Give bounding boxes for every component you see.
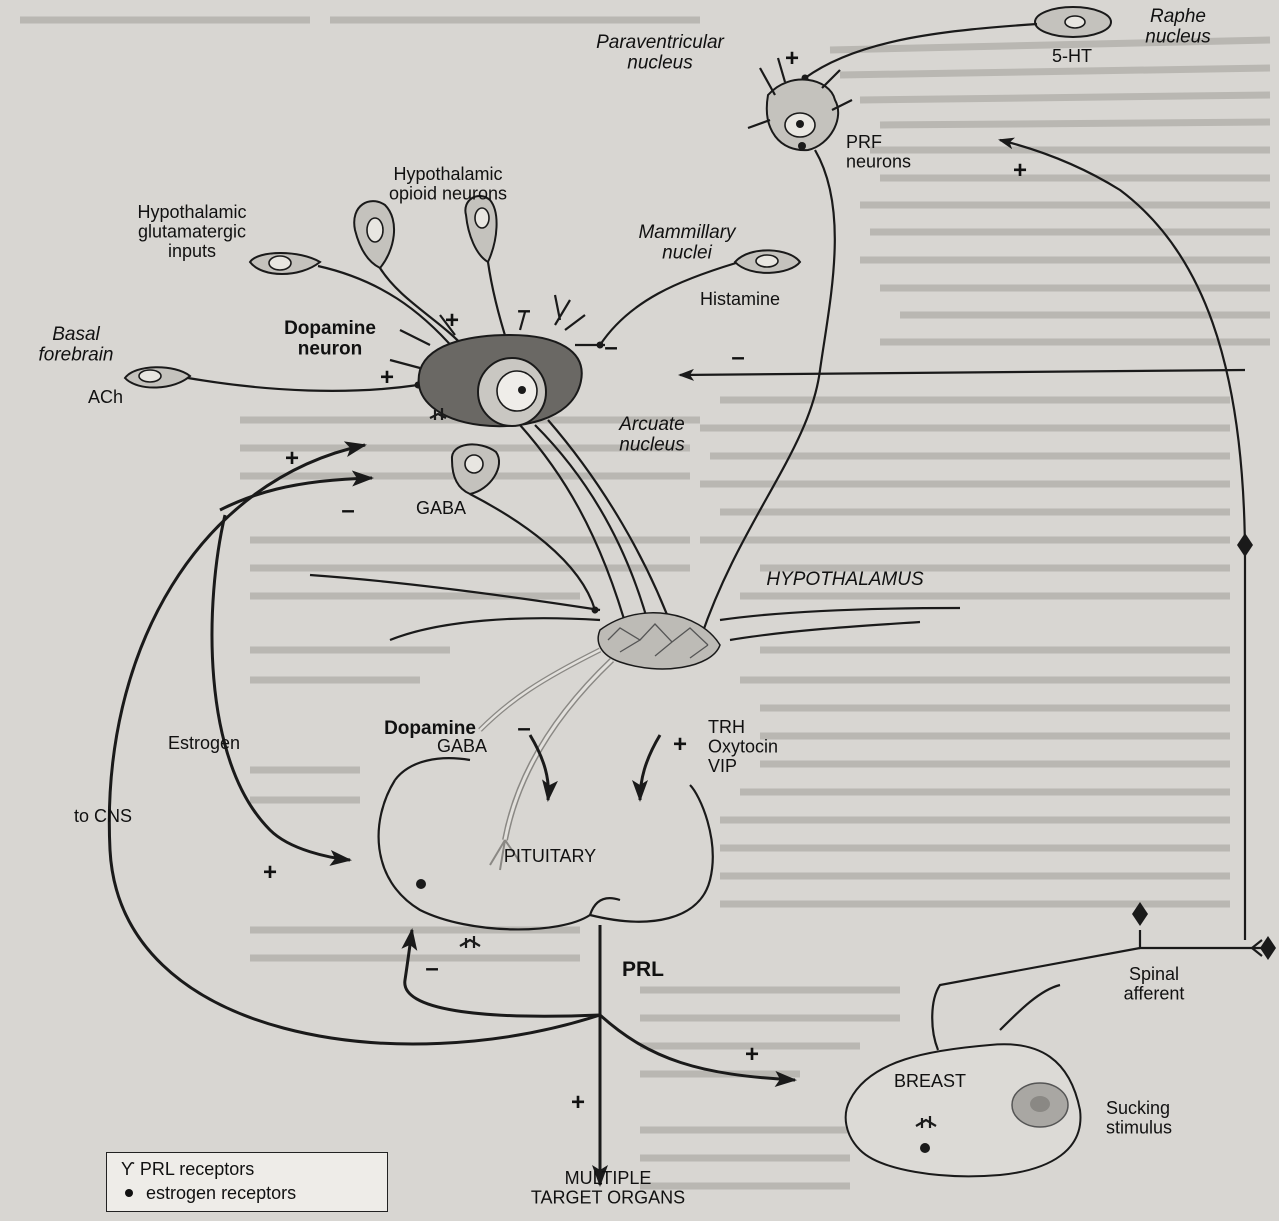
dot-icon: [125, 1189, 133, 1197]
prl-label: PRL: [622, 958, 664, 981]
legend-estrogen-receptors: estrogen receptors: [121, 1183, 296, 1204]
ach-neuron: [125, 367, 418, 391]
estrogen-pit-plus-sign: +: [263, 859, 277, 886]
prf-neuron: [700, 58, 852, 640]
estrogen-label: Estrogen: [168, 733, 240, 753]
ht5-label: 5-HT: [1052, 46, 1092, 66]
legend: Ƴ PRL receptors estrogen receptors: [106, 1152, 388, 1212]
ach-label: ACh: [88, 387, 123, 407]
prf-to-da-minus-sign: –: [731, 344, 744, 371]
to-cns-label: to CNS: [74, 806, 132, 826]
breast-plus-sign: +: [745, 1041, 759, 1068]
dopamine-minus-sign: –: [517, 715, 530, 742]
receptor-icon: Ƴ: [121, 1159, 135, 1179]
legend-prl-receptors: Ƴ PRL receptors: [121, 1159, 254, 1180]
target-plus-sign: +: [571, 1089, 585, 1116]
opioid-plus-sign: +: [445, 307, 459, 334]
legend-prl-receptors-text: PRL receptors: [140, 1159, 254, 1179]
histamine-label: Histamine: [700, 289, 780, 309]
histamine-minus-sign: –: [604, 334, 617, 361]
breast-label: BREAST: [894, 1071, 966, 1091]
prf-plus-sign: +: [1013, 157, 1027, 184]
legend-estrogen-receptors-text: estrogen receptors: [146, 1183, 296, 1203]
trh-plus-sign: +: [673, 731, 687, 758]
gaba-label: GABA: [416, 498, 466, 518]
estrogen-minus-sign: –: [341, 497, 354, 524]
background-page-texture: [20, 20, 1270, 1186]
gaba-pit-label: GABA: [437, 736, 487, 756]
ht5-plus-sign: +: [785, 45, 799, 72]
opioid-minus-sign: –: [517, 297, 530, 324]
pituitary-label: PITUITARY: [504, 846, 596, 866]
prl-feedback-minus-sign: –: [425, 955, 438, 982]
hypothalamus-label: HYPOTHALAMUS: [766, 569, 924, 590]
upper-opioid-neuron: [465, 196, 508, 345]
ach-plus-sign: +: [380, 364, 394, 391]
cns-plus-sign: +: [285, 445, 299, 472]
